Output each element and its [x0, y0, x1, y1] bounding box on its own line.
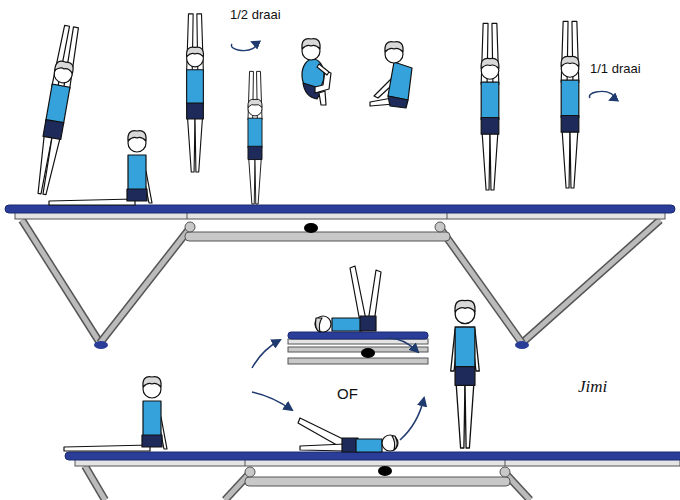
or-label: OF [337, 386, 358, 403]
trampoline-bottom [65, 452, 680, 500]
gymnast-figures [33, 14, 579, 452]
trampoline-detail [288, 332, 428, 364]
sequence-arrows [252, 338, 424, 440]
rotation-label: 1/1 draai [590, 62, 641, 76]
trampoline-top [5, 205, 675, 349]
rotation-arrows [231, 42, 613, 100]
signature: Jimi [578, 378, 607, 397]
rotation-label: 1/2 draai [230, 8, 281, 22]
